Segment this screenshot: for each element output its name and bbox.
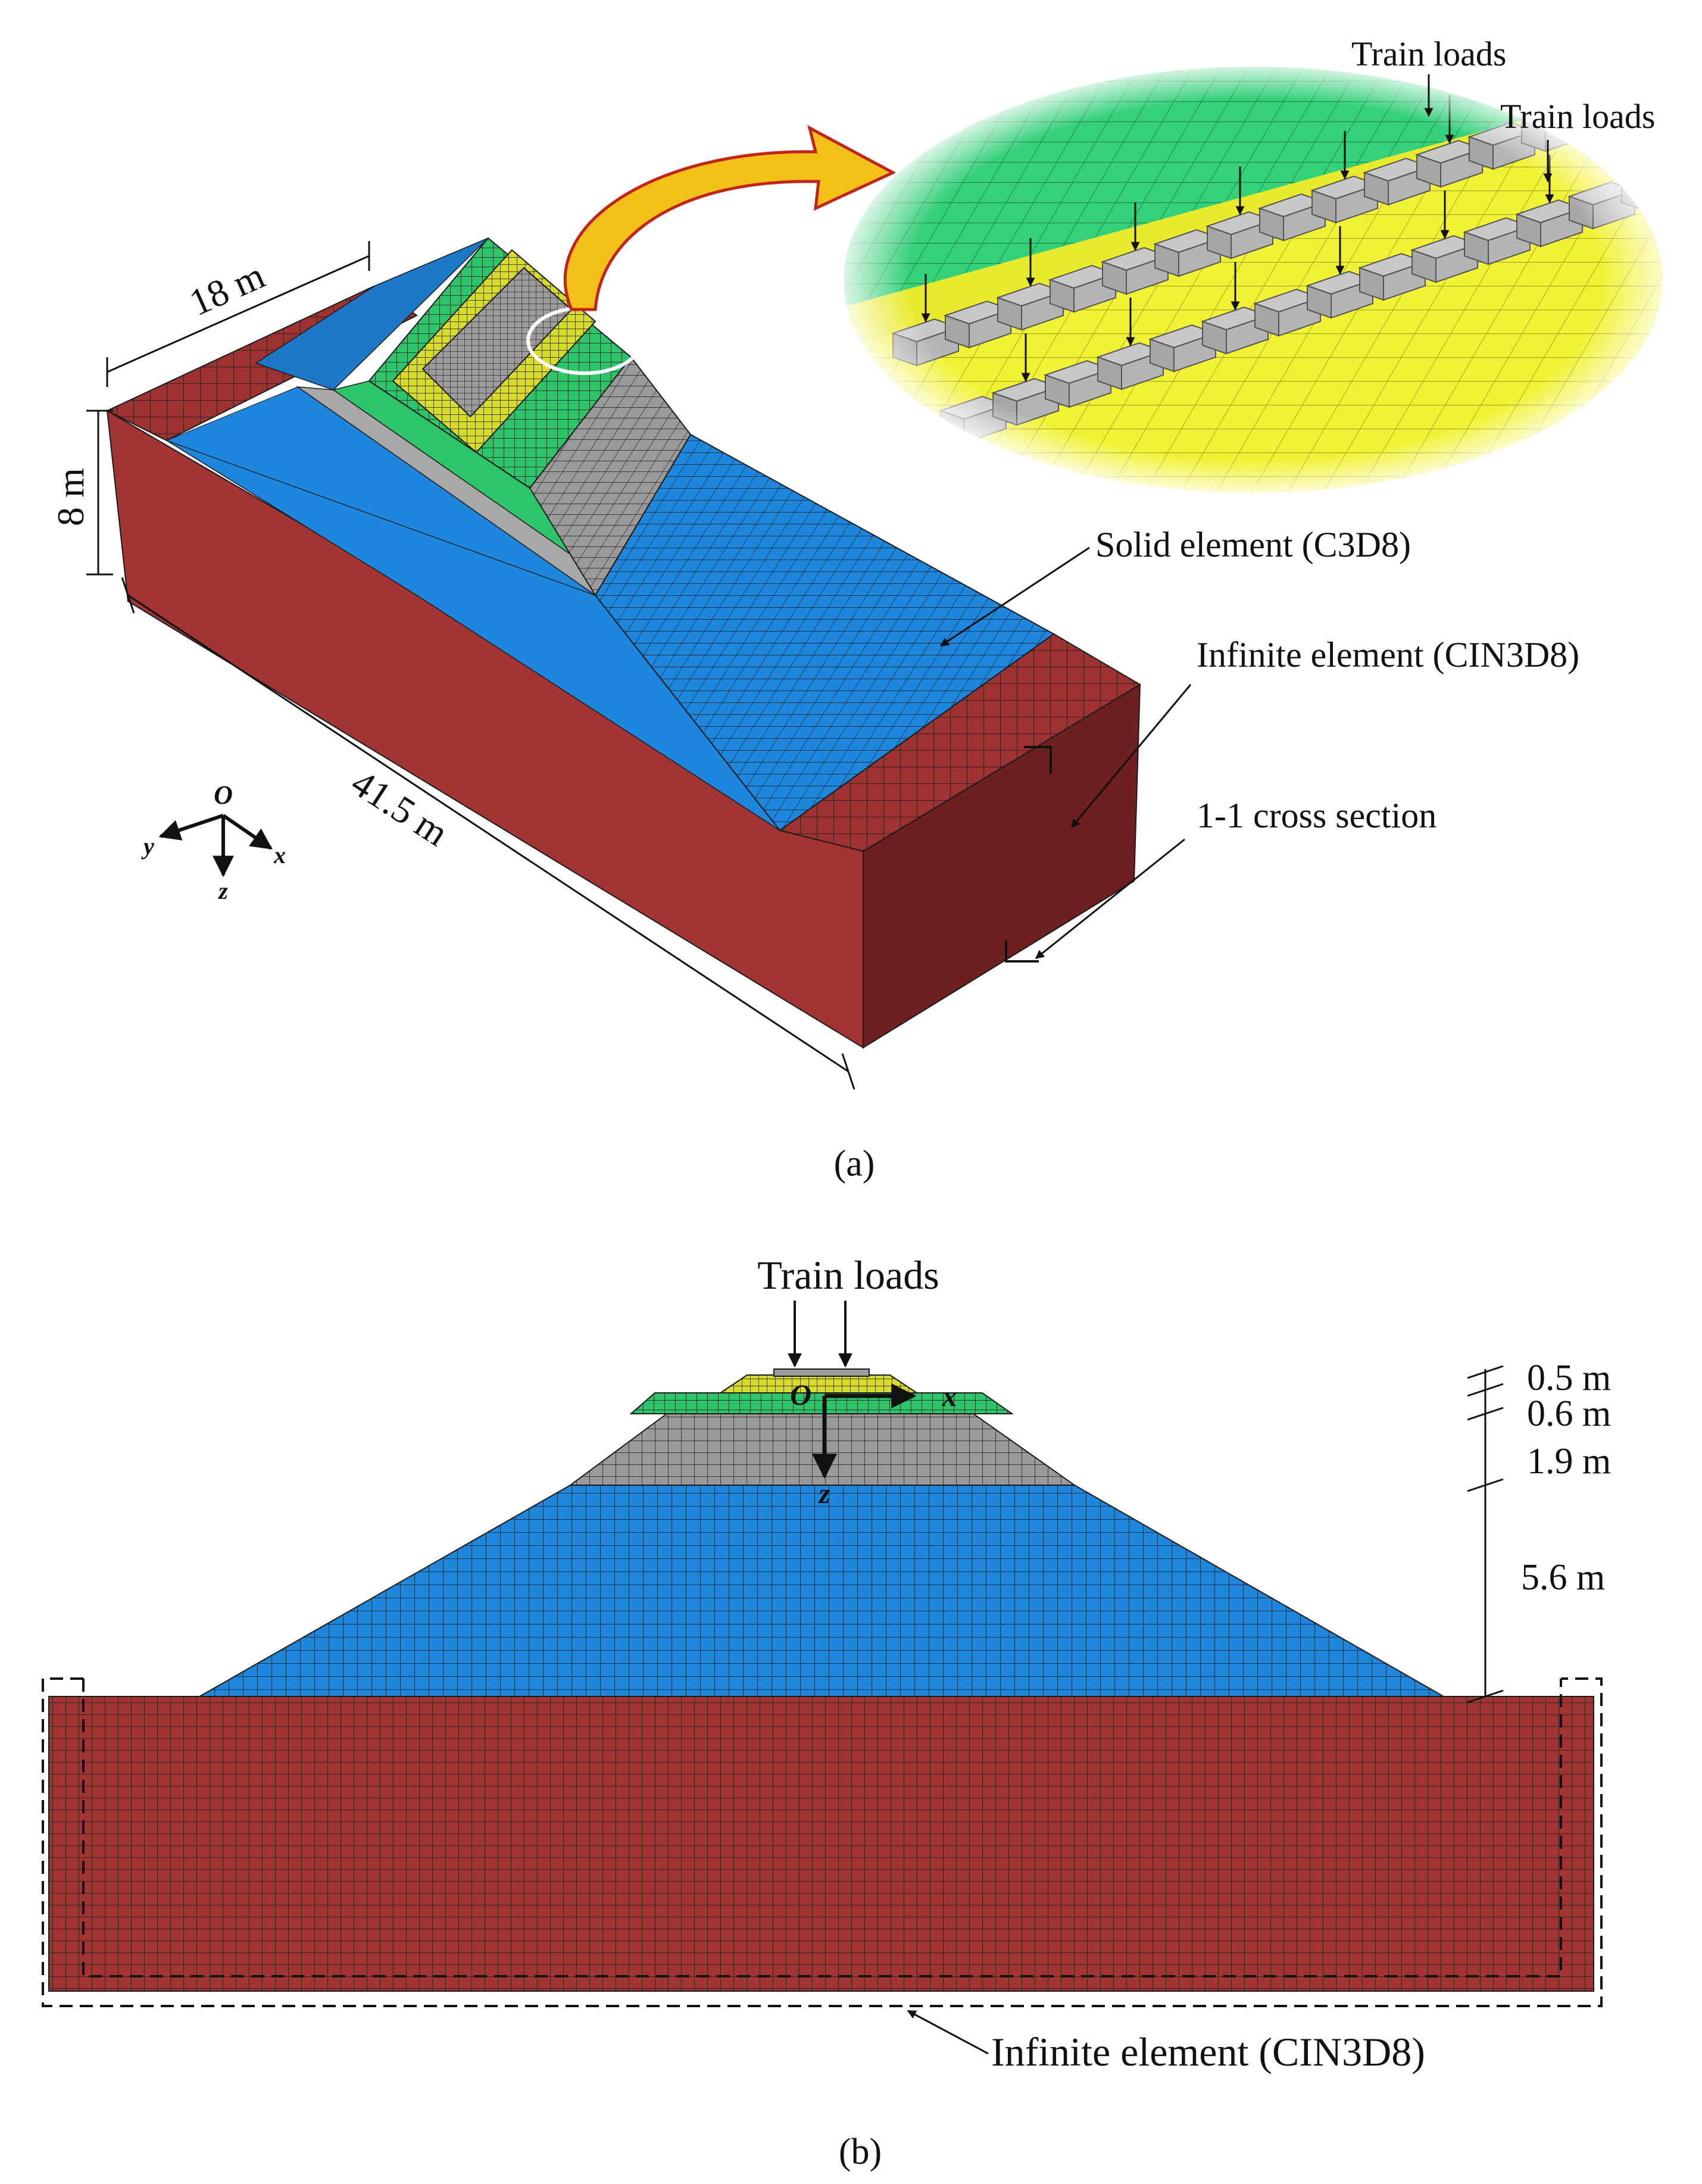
panel-b: Train loads O x z 0.5 m <box>42 1252 1611 2172</box>
caption-b: (b) <box>839 2132 882 2172</box>
axis-x-label: x <box>273 842 286 868</box>
embankment-layer-green <box>629 1392 1014 1414</box>
layer-dimensions: 0.5 m 0.6 m 1.9 m 5.6 m <box>1467 1358 1611 1704</box>
dimension-height-label: 8 m <box>49 468 92 526</box>
axis-b-x-label: x <box>942 1379 957 1413</box>
label-infinite-element-a: Infinite element (CIN3D8) <box>1197 635 1579 674</box>
dimension-width-label: 18 m <box>183 254 271 324</box>
section-mark-top <box>1024 746 1052 774</box>
axis-b-z-label: z <box>818 1478 830 1510</box>
pointer-infinite-element-a <box>1070 684 1192 829</box>
inset-zoom-view <box>842 51 1702 494</box>
embankment-layer-yellow <box>718 1374 919 1393</box>
axes-triad-b: O x z <box>790 1378 957 1510</box>
inset-block-front <box>1650 76 1664 117</box>
axis-y-label: y <box>141 833 154 860</box>
layer-thickness-1: 0.5 m <box>1527 1358 1611 1398</box>
section-mark-bottom <box>1005 941 1039 963</box>
pointer-infinite-element-b <box>907 2010 989 2055</box>
axis-b-origin-label: O <box>790 1378 811 1411</box>
dimension-height: 8 m <box>49 410 113 576</box>
label-infinite-element-b: Infinite element (CIN3D8) <box>991 2029 1425 2074</box>
embankment-back-strip <box>255 238 489 390</box>
embankment-layer-blue <box>197 1485 1446 1697</box>
inset-train-loads-label-1: Train loads <box>1351 35 1507 73</box>
axis-origin-label: O <box>214 780 233 810</box>
caption-a: (a) <box>834 1143 875 1184</box>
inset-train-loads-label-2: Train loads <box>1500 97 1656 136</box>
axis-z-label: z <box>217 877 228 904</box>
layer-thickness-3: 1.9 m <box>1527 1441 1611 1482</box>
panel-a: Train loads Train loads 18 m 8 m 41.5 m <box>49 35 1702 1184</box>
inset-block-front <box>1645 171 1664 212</box>
layer-thickness-4: 5.6 m <box>1521 1557 1605 1598</box>
infinite-boundary-inner <box>82 1679 1562 1977</box>
inset-block-side <box>1679 65 1702 98</box>
pointer-solid-element <box>939 546 1090 647</box>
callout-arrow <box>563 125 897 311</box>
layer-thickness-2: 0.6 m <box>1527 1393 1611 1434</box>
label-solid-element: Solid element (C3D8) <box>1095 525 1411 564</box>
pointer-cross-section <box>1035 838 1185 960</box>
inset-block-top <box>1624 68 1664 93</box>
track-slab-section <box>773 1368 870 1377</box>
label-cross-section: 1-1 cross section <box>1197 796 1436 835</box>
inset-block-top <box>1679 51 1702 74</box>
panel-b-train-loads-title: Train loads <box>757 1252 939 1298</box>
foundation-section <box>48 1696 1594 1992</box>
inset-block-top <box>1619 163 1664 188</box>
axes-triad-a: O y x z <box>141 780 286 904</box>
